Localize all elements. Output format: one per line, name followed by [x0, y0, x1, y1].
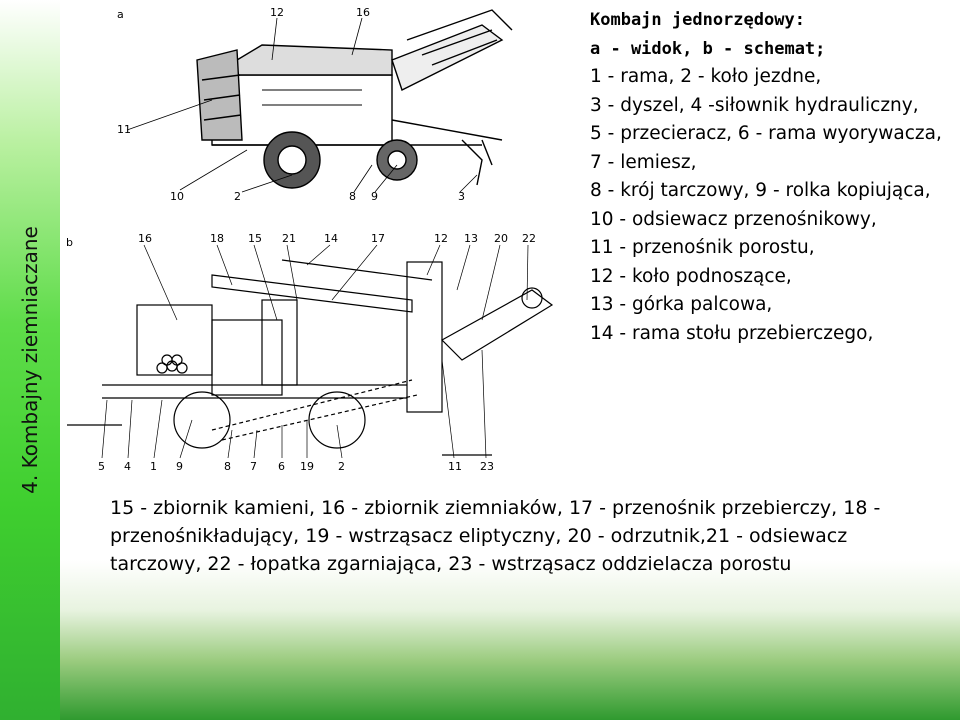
legend-continuation: 15 - zbiornik kamieni, 16 - zbiornik zie… — [110, 497, 881, 575]
callout-b-12: 12 — [434, 232, 448, 245]
callout-b-18: 18 — [210, 232, 224, 245]
figure-label-a: a — [117, 8, 124, 21]
callout-a-8: 8 — [349, 190, 356, 203]
callout-a-11: 11 — [117, 123, 131, 136]
caption-item: 11 - przenośnik porostu, — [590, 237, 815, 258]
caption-item: 8 - krój tarczowy, 9 - rolka kopiująca, … — [590, 180, 931, 230]
figure-label-b: b — [66, 236, 73, 249]
callout-a-16: 16 — [356, 6, 370, 19]
callout-b-4: 4 — [124, 460, 131, 473]
caption-heading-2: a - widok, b - schemat; — [590, 38, 826, 59]
callout-b-19: 19 — [300, 460, 314, 473]
callout-a-9: 9 — [371, 190, 378, 203]
slide-section-title: 4. Kombajny ziemniaczane — [18, 226, 42, 494]
callout-b-11: 11 — [448, 460, 462, 473]
harvester-drawing: a 12 16 11 10 2 8 9 3 — [66, 6, 554, 473]
side-band: 4. Kombajny ziemniaczane — [0, 0, 60, 720]
caption-item: 3 - dyszel, 4 -siłownik hydrauliczny, — [590, 94, 919, 116]
harvester-view-a — [126, 9, 513, 193]
callout-b-22: 22 — [522, 232, 536, 245]
callout-a-2: 2 — [234, 190, 241, 203]
caption-item: 12 - koło podnoszące, — [590, 265, 792, 287]
view-a-callouts: a 12 16 11 10 2 8 9 3 — [117, 6, 465, 203]
callout-b-17: 17 — [371, 232, 385, 245]
caption-item: 5 - przecieracz, 6 - rama wyorywacza, 7 … — [590, 123, 942, 173]
callout-b-8: 8 — [224, 460, 231, 473]
callout-b-13: 13 — [464, 232, 478, 245]
figure-caption: Kombajn jednorzędowy: a - widok, b - sch… — [590, 6, 950, 348]
caption-item: 14 - rama stołu przebierczego, — [590, 322, 874, 344]
callout-b-5: 5 — [98, 460, 105, 473]
callout-a-10: 10 — [170, 190, 184, 203]
caption-item: 13 - górka palcowa, — [590, 294, 773, 315]
caption-item: 1 - rama, 2 - koło jezdne, — [590, 66, 822, 87]
view-b-callouts: b 16 18 15 21 14 17 12 13 20 22 5 4 1 9 … — [66, 232, 536, 473]
callout-b-15: 15 — [248, 232, 262, 245]
callout-b-1: 1 — [150, 460, 157, 473]
callout-b-16: 16 — [138, 232, 152, 245]
callout-b-7: 7 — [250, 460, 257, 473]
harvester-schematic-b — [67, 244, 554, 459]
callout-b-21: 21 — [282, 232, 296, 245]
callout-a-3: 3 — [458, 190, 465, 203]
callout-a-12: 12 — [270, 6, 284, 19]
callout-b-23: 23 — [480, 460, 494, 473]
caption-heading-1: Kombajn jednorzędowy: — [590, 10, 805, 30]
callout-b-2: 2 — [338, 460, 345, 473]
callout-b-20: 20 — [494, 232, 508, 245]
callout-b-14: 14 — [324, 232, 338, 245]
callout-b-9: 9 — [176, 460, 183, 473]
callout-b-6: 6 — [278, 460, 285, 473]
